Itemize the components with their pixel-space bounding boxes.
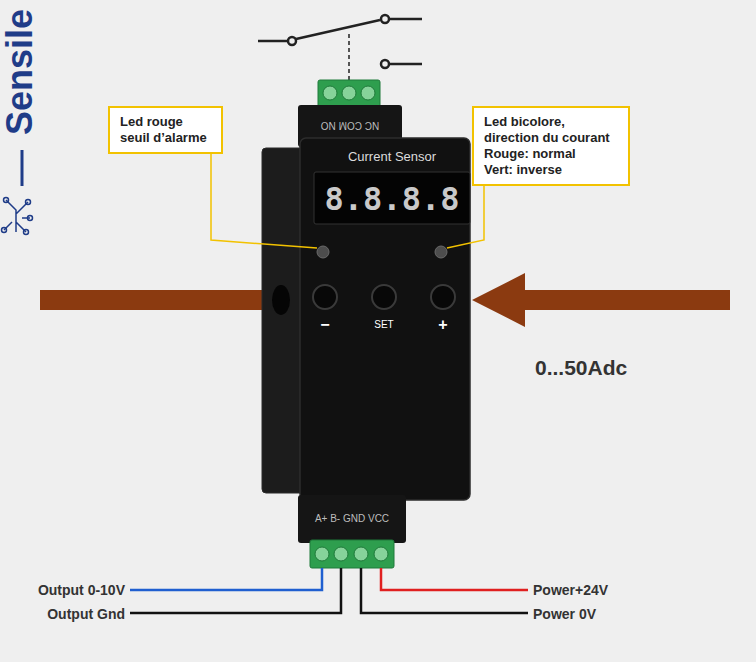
circuit-dot [4,198,9,203]
switch-contact [381,15,389,23]
display-window [314,172,470,224]
housing-side [262,148,304,493]
terminal-block [310,540,394,568]
brand-logo: Sensile [0,9,41,135]
housing-front [300,138,470,500]
circuit-icon [2,198,33,235]
ground-wire [361,568,528,613]
ground-wire [130,568,341,613]
switch-wire [389,18,422,21]
circuit-trace [4,200,30,232]
signal-name: Output 0-10V [38,582,125,598]
callout-text: Rouge: normal [484,146,618,162]
leader-line [211,154,317,248]
callout-text: Led bicolore, direction du courant [484,114,618,146]
button-label: − [320,316,329,334]
terminal-screw [342,86,356,100]
callout-box: Led bicolore, direction du courantRouge:… [472,106,630,186]
terminal-screw [323,86,337,100]
relay-switch-symbol [258,15,422,80]
signal-wire [130,568,322,590]
terminal-screw [361,86,375,100]
terminal-screw [374,547,388,561]
push-button [431,285,455,309]
button-label: SET [374,319,393,331]
callout-box: Led rouge seuil d’alarme [108,106,223,154]
circuit-dot [26,200,31,205]
circuit-dot [28,216,33,221]
busbar-hole [272,285,290,315]
circuit-dot [2,228,7,233]
busbar [40,290,276,310]
direction-led [435,246,447,258]
button-label: + [438,316,447,334]
current-range: 0...50Adc [535,356,627,380]
terminal-label: A+ B- GND VCC [315,513,389,525]
switch-wire [389,63,422,66]
signal-name: Power 0V [533,606,596,622]
brand-rule [21,150,24,186]
callout-text: Vert: inverse [484,162,618,178]
switch-link-dashed [348,31,350,80]
current-arrow [472,273,730,327]
switch-contact [381,60,389,68]
terminal-screw [354,547,368,561]
alarm-led [317,246,329,258]
terminal-label: NC COM NO [321,119,379,131]
housing-bottom [298,495,406,543]
switch-contact [288,37,296,45]
switch-wire [258,40,288,43]
terminal-screw [315,547,329,561]
power-wire [381,568,528,590]
switch-blade [296,20,380,39]
signal-name: Power+24V [533,582,608,598]
seven-segment-display: 8.8.8.8 [325,181,460,218]
push-button [372,285,396,309]
signal-name: Output Gnd [47,606,125,622]
circuit-dot [24,230,29,235]
terminal-block [318,80,380,108]
device-label: Current Sensor [348,150,436,165]
terminal-screw [334,547,348,561]
push-button [313,285,337,309]
callout-text: Led rouge seuil d’alarme [120,114,211,146]
